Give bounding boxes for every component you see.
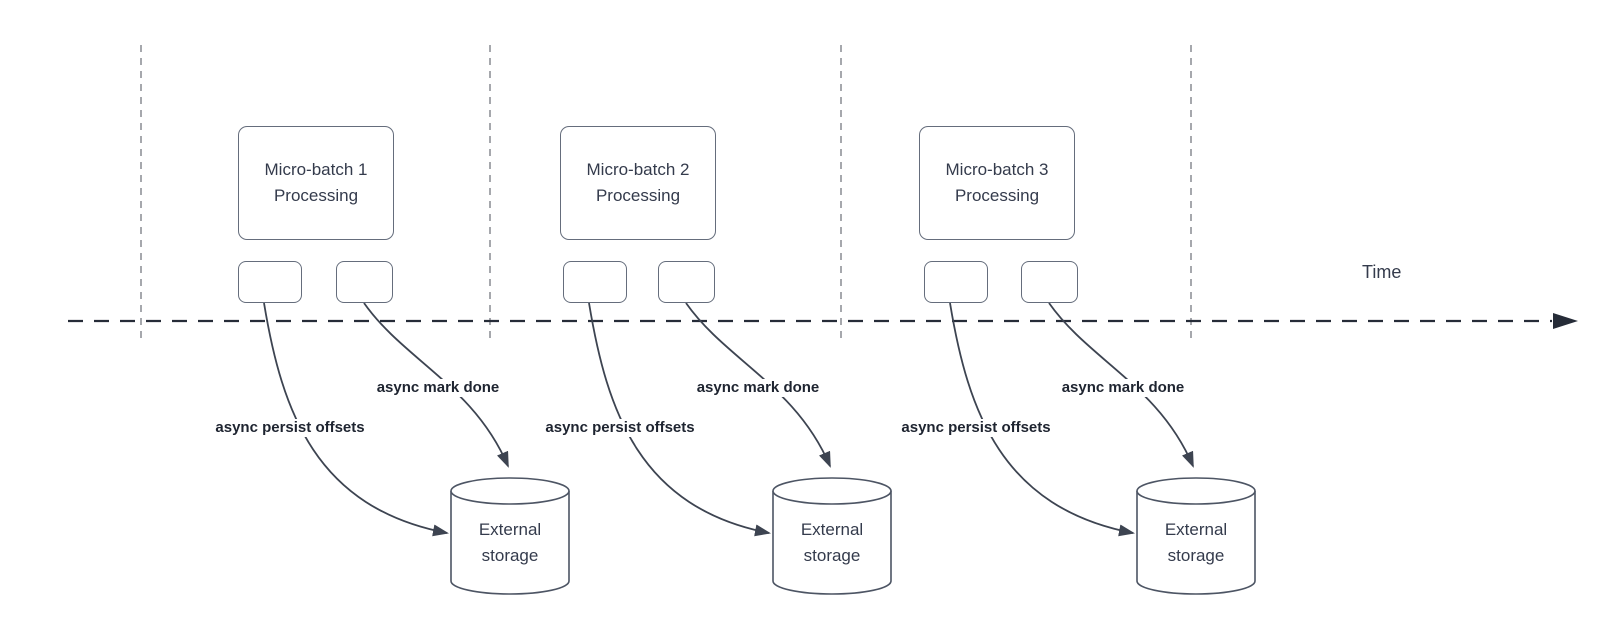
persist-offsets-arrow-1 xyxy=(263,302,449,537)
micro-batch-2-processing-box: Micro-batch 2 Processing xyxy=(560,126,716,240)
mark-done-label-2: async mark done xyxy=(693,379,823,397)
process-box-label: Micro-batch 3 Processing xyxy=(945,160,1049,205)
external-storage-label-2: External storage xyxy=(800,520,864,565)
time-axis-label: Time xyxy=(1362,262,1402,282)
persist-offsets-label-1: async persist offsets xyxy=(212,419,368,437)
persist-offsets-arrow-3 xyxy=(949,302,1135,537)
persist-offsets-label-2: async persist offsets xyxy=(542,419,698,437)
external-storage-cylinder-3 xyxy=(1136,477,1256,595)
mark-done-arrow-1 xyxy=(363,302,509,468)
mark-done-label-3: async mark done xyxy=(1058,379,1188,397)
mark-done-arrow-3 xyxy=(1048,302,1194,468)
external-storage-cylinder-2 xyxy=(772,477,892,595)
offset-task-box-2 xyxy=(563,261,627,303)
offset-task-box-1 xyxy=(238,261,302,303)
mark-done-label-1: async mark done xyxy=(373,379,503,397)
process-box-label: Micro-batch 1 Processing xyxy=(264,160,368,205)
micro-batch-3-processing-box: Micro-batch 3 Processing xyxy=(919,126,1075,240)
persist-offsets-arrow-2 xyxy=(588,302,771,537)
external-storage-label-1: External storage xyxy=(478,520,542,565)
persist-offsets-label-3: async persist offsets xyxy=(898,419,1054,437)
external-storage-cylinder-1 xyxy=(450,477,570,595)
done-task-box-2 xyxy=(658,261,715,303)
done-task-box-1 xyxy=(336,261,393,303)
time-axis-arrowhead-icon xyxy=(1553,313,1578,329)
done-task-box-3 xyxy=(1021,261,1078,303)
external-storage-label-3: External storage xyxy=(1164,520,1228,565)
offset-task-box-3 xyxy=(924,261,988,303)
mark-done-arrow-2 xyxy=(685,302,831,468)
process-box-label: Micro-batch 2 Processing xyxy=(586,160,690,205)
micro-batch-1-processing-box: Micro-batch 1 Processing xyxy=(238,126,394,240)
